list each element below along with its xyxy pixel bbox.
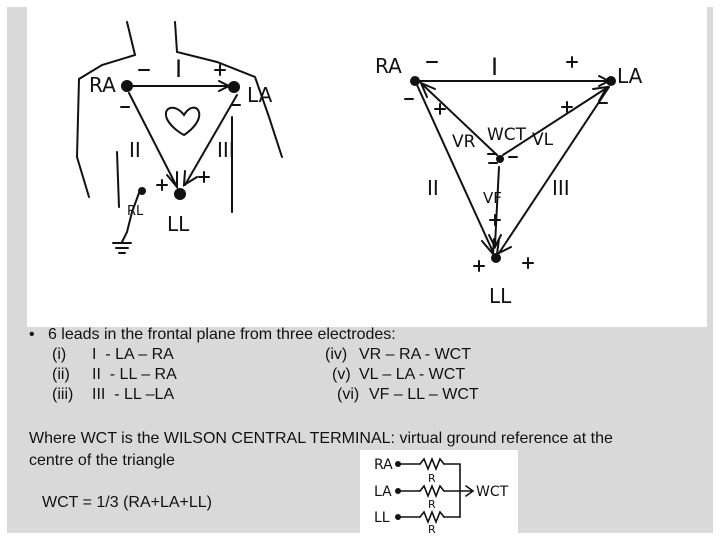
left-ra-label: RA: [89, 73, 116, 97]
lead-def-1: I - LA – RA: [92, 346, 174, 363]
la-electrode: [228, 81, 240, 93]
lead-def-3: III - LL –LA: [92, 386, 175, 403]
rl-electrode: [138, 187, 146, 195]
bullet-line: • 6 leads in the frontal plane from thre…: [29, 325, 396, 345]
left-rl-label: RL: [127, 204, 144, 219]
right-electrodes: [410, 76, 616, 263]
heart-icon: [164, 106, 201, 137]
wct-description-line1: Where WCT is the WILSON CENTRAL TERMINAL…: [29, 430, 613, 447]
lead-num-3: (iii): [52, 386, 74, 403]
right-vf-label: VF: [483, 189, 502, 207]
right-vl-label: VL: [532, 130, 554, 150]
right-lead-i-label: I: [491, 53, 498, 81]
right-ll-electrode: [491, 253, 501, 263]
slide-frame: RA LA LL RL I II III: [7, 7, 713, 533]
left-torso-figure: [75, 21, 283, 254]
left-lead-iii-label: III: [217, 138, 235, 162]
lead-ii-arrow: [128, 92, 178, 188]
lead-num-4: (iv): [325, 346, 348, 363]
torso-left-outline: [75, 21, 137, 198]
wct-description-line2: centre of the triangle: [29, 452, 175, 469]
lead-def-6: VF – LL – WCT: [369, 386, 479, 403]
right-vr-label: VR: [452, 132, 476, 152]
lead-def-5: VL – LA - WCT: [359, 366, 466, 383]
vl-arrow: [502, 88, 606, 156]
right-triangle-figure: [404, 56, 612, 272]
circuit-r-label-2: R: [428, 498, 436, 511]
left-la-label: LA: [247, 83, 273, 107]
right-lead-iii-label: III: [552, 176, 570, 200]
torso-left-side: [116, 151, 120, 208]
torso-right-outline: [174, 21, 283, 158]
wct-formula: WCT = 1/3 (RA+LA+LL): [42, 494, 212, 511]
wct-node: [496, 155, 504, 163]
circuit-wct-label: WCT: [476, 484, 509, 500]
bullet-marker: •: [29, 326, 35, 343]
einthoven-diagrams: RA LA LL RL I II III: [75, 21, 643, 308]
rl-wire: [121, 192, 140, 243]
lead-num-5: (v): [332, 366, 351, 383]
lead-diagrams-image: RA LA LL RL I II III: [27, 7, 707, 327]
ra-electrode: [121, 80, 133, 92]
left-lead-i-label: I: [175, 55, 182, 83]
right-ll-label: LL: [489, 284, 512, 308]
resistor-la: [419, 483, 445, 499]
right-ra-label: RA: [375, 54, 402, 78]
ll-electrode: [174, 188, 186, 200]
wct-resistor-network: RA LA LL R R R WCT: [374, 456, 509, 536]
lead-num-1: (i): [52, 346, 67, 363]
circuit-ra-label: RA: [374, 457, 393, 473]
resistor-ra: [419, 456, 445, 472]
left-ll-label: LL: [167, 212, 190, 236]
circuit-r-label-3: R: [428, 523, 436, 534]
right-labels: RA LA LL I II III WCT VR VL VF: [375, 53, 643, 308]
right-lead-ii-line: [416, 84, 494, 253]
lead-num-2: (ii): [52, 366, 70, 383]
right-lead-ii-label: II: [427, 176, 439, 200]
lead-def-2: II - LL – RA: [92, 366, 177, 383]
circuit-ll-label: LL: [374, 510, 390, 526]
left-electrodes: [121, 80, 240, 200]
circuit-la-label: LA: [374, 484, 392, 500]
vr-arrow: [422, 84, 498, 156]
bullet-text: 6 leads in the frontal plane from three …: [47, 326, 396, 343]
right-wct-label: WCT: [487, 125, 527, 145]
resistor-ll: [419, 509, 445, 525]
lead-def-4: VR – RA - WCT: [359, 346, 472, 363]
circuit-r-label-1: R: [428, 472, 436, 485]
lead-num-6: (vi): [337, 386, 360, 403]
vf-arrow: [494, 166, 500, 246]
wct-circuit-image: RA LA LL R R R WCT: [360, 450, 518, 536]
right-lead-iii-line: [498, 86, 610, 254]
lead-iii-arrow: [184, 94, 238, 186]
right-la-electrode: [606, 76, 616, 86]
right-la-label: LA: [617, 64, 643, 88]
right-ra-electrode: [410, 76, 420, 86]
left-labels: RA LA LL RL I II III: [89, 55, 273, 236]
left-lead-ii-label: II: [129, 138, 141, 162]
